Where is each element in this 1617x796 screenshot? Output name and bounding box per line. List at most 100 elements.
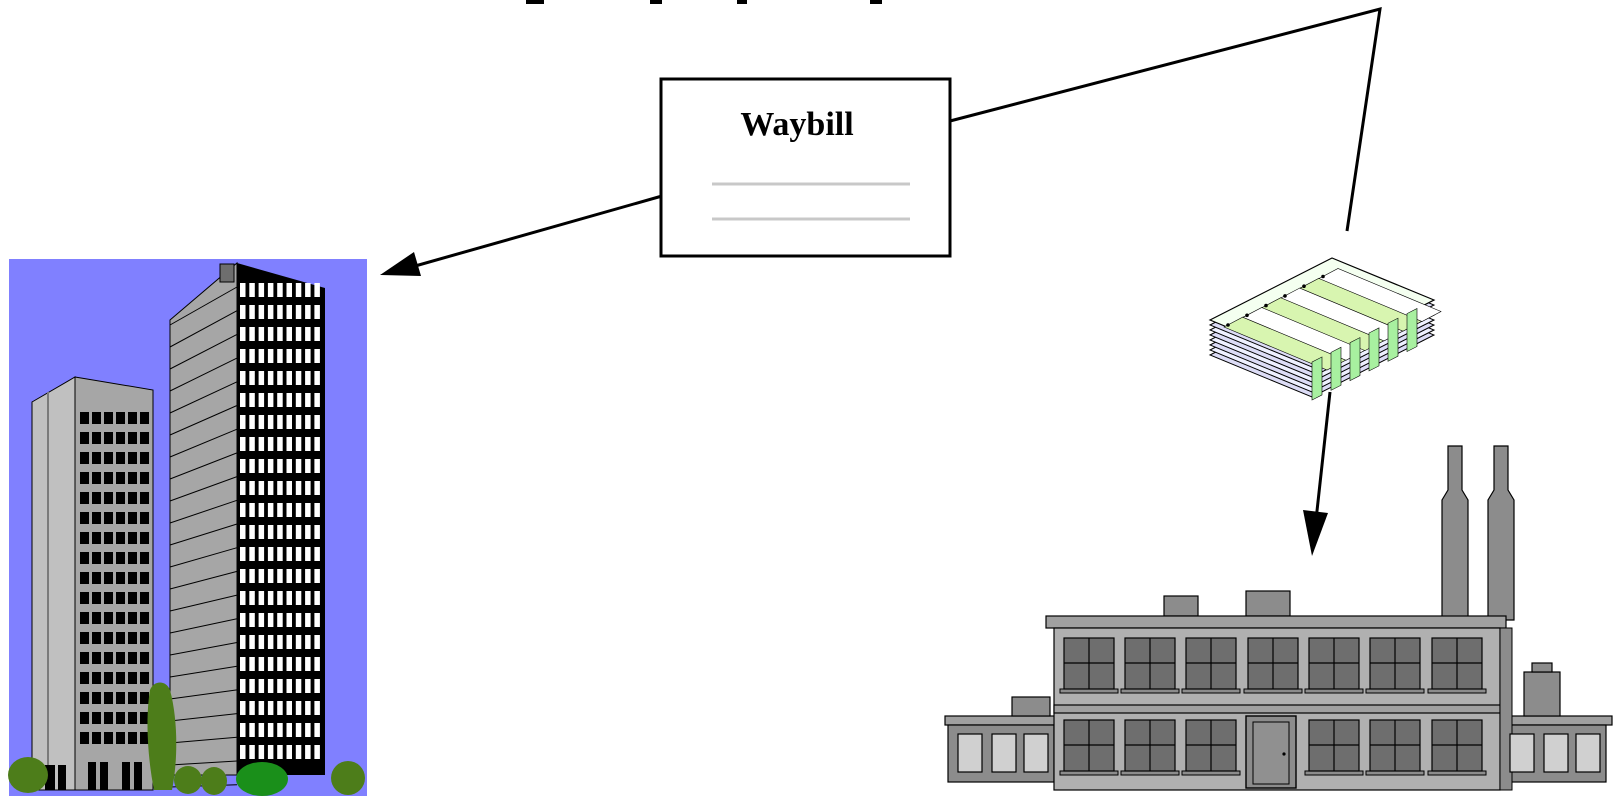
building-window [116, 612, 125, 624]
building-window [277, 679, 283, 693]
building-window [305, 723, 311, 737]
building-window [305, 745, 311, 759]
building-window [267, 613, 274, 627]
building-window [305, 679, 311, 693]
building-window [116, 692, 125, 704]
building-window [295, 613, 302, 627]
building-window [240, 657, 246, 671]
building-window [277, 283, 283, 297]
building-window [314, 349, 320, 363]
building-window [140, 712, 149, 724]
building-window [92, 512, 101, 524]
building-window [240, 503, 246, 517]
building-window [128, 472, 137, 484]
building-window [267, 393, 274, 407]
building-window [277, 503, 283, 517]
building-ledge [169, 665, 238, 678]
building-window [267, 415, 274, 429]
building-window [258, 613, 265, 627]
building-window [314, 547, 320, 561]
building-window [267, 459, 274, 473]
building-ledge [169, 499, 238, 524]
building-window [140, 492, 149, 504]
building-window [258, 657, 265, 671]
money-stack-icon [1208, 257, 1442, 401]
building-window [240, 547, 246, 561]
building-window [277, 657, 283, 671]
building-ledge [169, 547, 238, 568]
building-window [305, 701, 311, 715]
building-ledge [169, 333, 238, 370]
building-window [267, 701, 274, 715]
building-window [277, 305, 283, 319]
building-window [140, 432, 149, 444]
building-window [92, 552, 101, 564]
building-window [267, 679, 274, 693]
building-window [116, 572, 125, 584]
building-window [258, 371, 265, 385]
building-window [295, 679, 302, 693]
building-window [128, 672, 137, 684]
building-window [258, 481, 265, 495]
building-window [258, 547, 265, 561]
building-window [80, 632, 89, 644]
building-window [267, 371, 274, 385]
building-window [92, 532, 101, 544]
building-window [240, 459, 246, 473]
building-window [305, 657, 311, 671]
building-window [286, 745, 292, 759]
building-window [258, 393, 265, 407]
building-ledge [169, 594, 238, 612]
building-ledge [169, 618, 238, 634]
building-window [267, 745, 274, 759]
bill-edge [1311, 356, 1323, 401]
document-icon [659, 77, 952, 258]
building-window [240, 591, 246, 605]
building-window [295, 327, 302, 341]
building-window [295, 525, 302, 539]
building-window [92, 612, 101, 624]
building-ledge [169, 570, 238, 590]
building-window [305, 635, 311, 649]
building-ledge [169, 760, 238, 766]
building-window [240, 569, 246, 583]
building-window [104, 732, 113, 744]
building-window [140, 532, 149, 544]
building-window [140, 592, 149, 604]
building-window [314, 503, 320, 517]
building-window [314, 327, 320, 341]
short-building-windows [80, 412, 149, 744]
building-ledge [169, 405, 238, 436]
building-window [305, 283, 311, 297]
building-window [128, 732, 137, 744]
building-window [116, 592, 125, 604]
building-window [80, 412, 89, 424]
building-window [240, 437, 246, 451]
bill-stripe [1318, 268, 1442, 322]
building-window [314, 371, 320, 385]
building-window [128, 552, 137, 564]
building-window [286, 591, 292, 605]
building-window [305, 591, 311, 605]
building-window [116, 492, 125, 504]
building-window [258, 503, 265, 517]
building-window [314, 437, 320, 451]
building-ledge [169, 713, 238, 722]
building-window [128, 652, 137, 664]
building-window [267, 547, 274, 561]
building-window [277, 349, 283, 363]
building-window [240, 481, 246, 495]
building-window [286, 393, 292, 407]
building-window [267, 305, 274, 319]
building-window [249, 305, 255, 319]
building-ledge [169, 381, 238, 414]
building-window [249, 701, 255, 715]
building-window [295, 393, 302, 407]
building-window [80, 652, 89, 664]
building-window [128, 512, 137, 524]
building-window [140, 412, 149, 424]
building-window [80, 472, 89, 484]
bill-edge [1406, 308, 1418, 353]
building-window [92, 432, 101, 444]
building-window [314, 613, 320, 627]
